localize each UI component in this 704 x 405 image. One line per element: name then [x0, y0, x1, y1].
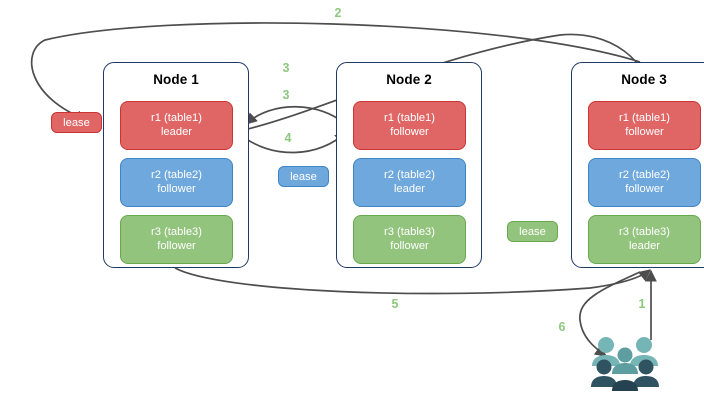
edge-label-2: 2	[334, 6, 342, 20]
people-icon	[591, 337, 659, 391]
edge-label-4: 4	[284, 131, 292, 145]
lease-badge-green[interactable]: lease	[507, 221, 558, 242]
replica-role: follower	[625, 182, 664, 195]
replica-role: leader	[160, 125, 193, 138]
replica-role: follower	[157, 182, 196, 195]
node-card-1[interactable]: Node 1 r1 (table1) leader r2 (table2) fo…	[103, 62, 249, 268]
edge-label-5: 5	[391, 297, 399, 311]
edge-label-3b: 3	[282, 88, 290, 102]
replica-r3[interactable]: r3 (table3) leader	[588, 215, 701, 264]
replica-r1[interactable]: r1 (table1) follower	[353, 101, 466, 150]
replica-r2[interactable]: r2 (table2) leader	[353, 158, 466, 207]
node-card-2[interactable]: Node 2 r1 (table1) follower r2 (table2) …	[336, 62, 482, 268]
node-card-3[interactable]: Node 3 r1 (table1) follower r2 (table2) …	[571, 62, 704, 268]
replica-name: r3 (table3)	[384, 225, 435, 238]
lease-badge-blue[interactable]: lease	[278, 166, 329, 187]
replica-r2[interactable]: r2 (table2) follower	[588, 158, 701, 207]
lease-label: lease	[290, 170, 317, 183]
replica-name: r2 (table2)	[619, 168, 670, 181]
replica-r3[interactable]: r3 (table3) follower	[353, 215, 466, 264]
replica-name: r3 (table3)	[619, 225, 670, 238]
replica-r3[interactable]: r3 (table3) follower	[120, 215, 233, 264]
replica-role: leader	[628, 239, 661, 252]
replica-r1[interactable]: r1 (table1) follower	[588, 101, 701, 150]
lease-label: lease	[63, 116, 90, 129]
replica-name: r1 (table1)	[151, 111, 202, 124]
replica-role: follower	[625, 125, 664, 138]
edge-label-6: 6	[558, 320, 566, 334]
lease-label: lease	[519, 225, 546, 238]
replica-name: r2 (table2)	[151, 168, 202, 181]
node-title: Node 2	[386, 72, 432, 87]
replica-role: follower	[390, 125, 429, 138]
edge-3-arc	[245, 105, 346, 125]
edge-label-3a: 3	[282, 61, 290, 75]
replica-name: r3 (table3)	[151, 225, 202, 238]
node-title: Node 3	[621, 72, 667, 87]
replica-role: follower	[390, 239, 429, 252]
edge-label-1: 1	[638, 297, 646, 311]
replica-name: r1 (table1)	[384, 111, 435, 124]
edge-5	[174, 267, 651, 295]
lease-badge-red[interactable]: lease	[51, 112, 102, 133]
replica-r2[interactable]: r2 (table2) follower	[120, 158, 233, 207]
node-title: Node 1	[153, 72, 199, 87]
replica-r1[interactable]: r1 (table1) leader	[120, 101, 233, 150]
replica-role: leader	[393, 182, 426, 195]
replica-name: r2 (table2)	[384, 168, 435, 181]
replica-name: r1 (table1)	[619, 111, 670, 124]
replica-role: follower	[157, 239, 196, 252]
